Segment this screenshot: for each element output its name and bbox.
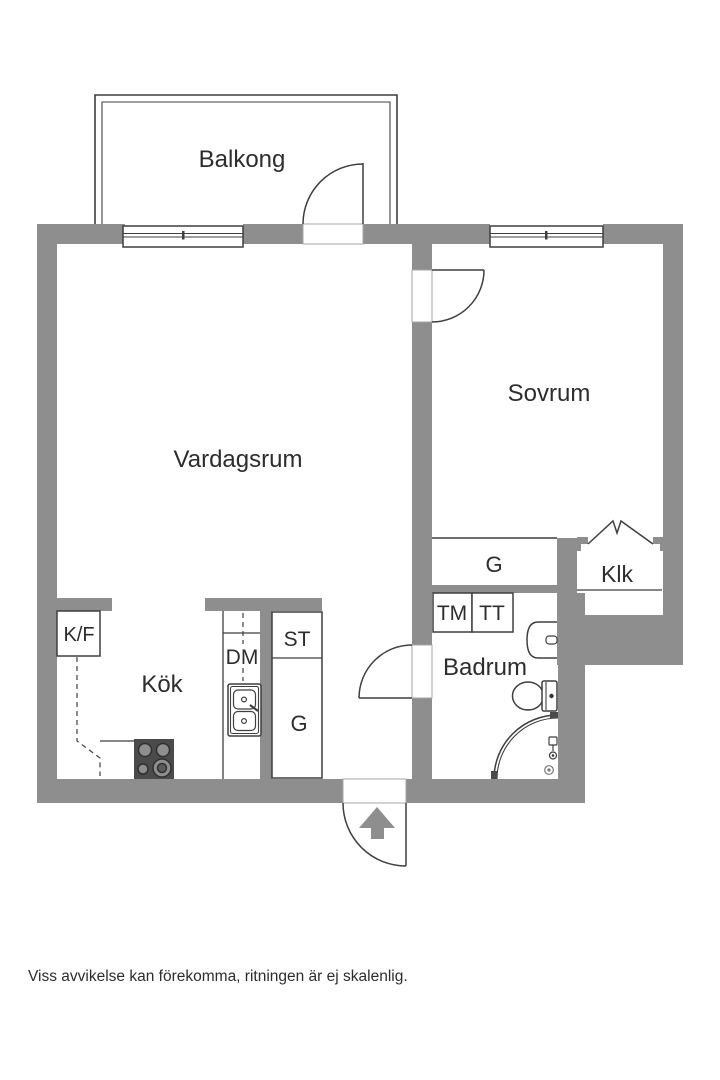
wall-kitchen-stub-mid (205, 598, 322, 611)
doors (302, 163, 654, 867)
shower-enclosure-inner (496, 717, 559, 780)
fridge-dashed-outline (76, 657, 101, 776)
entrance-arrow-icon (359, 807, 395, 839)
sink-drain-top (241, 696, 248, 703)
shower-door-handle (550, 712, 558, 718)
door-openings (302, 223, 433, 804)
washing-machine-box (432, 592, 473, 633)
shower-door-handle (491, 771, 497, 779)
stove-burners (137, 742, 172, 778)
entrance-arrow-group (359, 807, 395, 839)
wall-right (663, 224, 683, 665)
burner-icon (137, 742, 153, 758)
entrance-door-arc (342, 802, 407, 867)
shower-enclosure-outer (493, 714, 559, 780)
bathroom-door-arc (358, 644, 413, 699)
wall-top-b (243, 224, 303, 244)
bathroom-fixtures (491, 621, 559, 780)
label-bedroom: Sovrum (508, 380, 591, 407)
burner-inner-ring (156, 762, 168, 774)
balcony-door-arc (302, 163, 364, 225)
wall-closet-bottom-block (557, 615, 683, 665)
bedroom-window-divider (545, 231, 548, 240)
label-kitchen: Kök (141, 671, 183, 698)
closet-bifold-door (587, 519, 654, 545)
balcony-inner-wall (101, 101, 391, 224)
washbasin (526, 621, 557, 659)
balcony-outline (94, 94, 398, 224)
wall-center-low (412, 698, 432, 779)
wall-bottom-left (37, 779, 343, 803)
bedroom-door-arc (431, 269, 485, 323)
bathroom-door-opening (411, 644, 433, 699)
label-wardrobe-kitchen: G (290, 711, 307, 736)
sink-faucet-icon (249, 704, 259, 712)
hall-closet-box (271, 611, 323, 779)
balcony-door-opening (302, 223, 364, 245)
jamb-notch-left (581, 544, 588, 551)
label-dishwasher: DM (226, 646, 259, 669)
label-tumble-dryer: TT (479, 602, 505, 625)
wall-top-a (37, 224, 125, 244)
toilet-bowl (511, 681, 545, 711)
label-cleaning-cabinet: ST (284, 628, 311, 651)
footer: Viss avvikelse kan förekomma, ritningen … (28, 968, 408, 985)
windows (122, 225, 604, 248)
washbasin-tap-icon (545, 635, 558, 645)
storage-fittings (432, 537, 662, 633)
label-balcony: Balkong (199, 146, 286, 173)
shower-mixer-icon (548, 736, 558, 746)
room-labels: Balkong Vardagsrum Sovrum Kök Badrum Klk… (63, 146, 633, 736)
label-fridge-freezer: K/F (63, 624, 94, 646)
fridge-freezer-box (56, 610, 101, 657)
kitchen-fittings (56, 610, 323, 779)
wall-center-top-stub (412, 244, 432, 270)
balcony-outer-wall (94, 94, 398, 224)
tumble-dryer-box (471, 592, 514, 633)
wall-left (37, 224, 57, 803)
sink-drain-bottom (241, 717, 248, 724)
burner-icon (137, 763, 149, 775)
wall-kitchen-closet (260, 611, 272, 779)
bedroom-door-opening (411, 269, 433, 323)
wall-bottom-right (406, 779, 585, 803)
label-bathroom: Badrum (443, 654, 527, 681)
living-window-divider (182, 231, 185, 240)
wall-kitchen-stub-left (57, 598, 112, 611)
toilet-flush-button (549, 693, 554, 699)
label-wardrobe-bedroom: G (485, 552, 502, 577)
walls (37, 224, 683, 803)
stove (134, 739, 174, 779)
wall-bathroom-top (432, 585, 558, 593)
label-living-room: Vardagsrum (174, 446, 303, 473)
wall-top-c (363, 224, 490, 244)
label-washing-machine: TM (437, 602, 467, 625)
label-walk-in-closet: Klk (601, 561, 633, 587)
burner-icon (155, 742, 171, 758)
jamb-notches (581, 544, 660, 551)
entrance-door-opening (342, 778, 407, 804)
wall-closet-left (557, 538, 577, 615)
jamb-notch-right (653, 544, 660, 551)
wall-center-mid (412, 322, 432, 645)
shower-head-dot (551, 754, 555, 757)
disclaimer-text: Viss avvikelse kan förekomma, ritningen … (28, 968, 408, 985)
floor-drain-dot (547, 768, 551, 772)
